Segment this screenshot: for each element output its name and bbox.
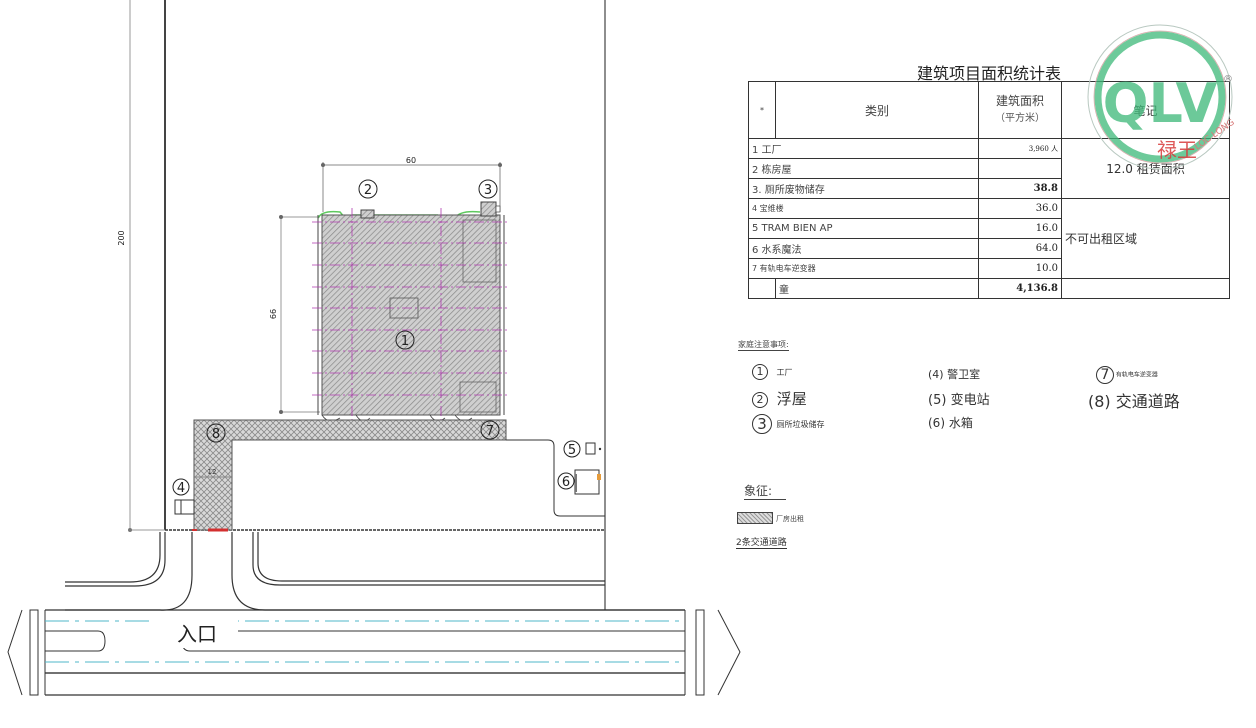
svg-text:12: 12	[208, 468, 217, 476]
entrance-label: 入口	[177, 622, 217, 646]
note-non-rentable: 不可出租区域	[1061, 198, 1230, 279]
site-plan-drawing: 200 60 66	[7, 0, 741, 696]
traffic-road	[193, 419, 507, 531]
legend-item-traffic-road: (8) 交通道路	[1088, 392, 1180, 411]
svg-text:8: 8	[212, 427, 220, 442]
table-row: 2 栋房屋	[748, 158, 1230, 179]
symbols-title: 象征:	[744, 482, 787, 500]
svg-text:®: ®	[1223, 74, 1233, 85]
svg-text:2: 2	[364, 183, 372, 198]
svg-text:1: 1	[401, 334, 409, 349]
area-statistics-table: * 类别 建筑面积（平方米） 笔记 1 工厂 3,960 人 12.0 租赁面积…	[748, 81, 1230, 299]
svg-text:7: 7	[486, 424, 494, 439]
legend-item-factory: 1 工厂	[752, 364, 793, 380]
svg-text:QLV: QLV	[1103, 72, 1218, 135]
legend-item-tram-inverter: 7 有轨电车逆变器	[1096, 366, 1158, 384]
header-no: *	[748, 81, 776, 139]
table-row: 3. 厕所废物储存 38.8	[748, 178, 1230, 199]
road-label: 2条交通道路	[736, 535, 787, 549]
table-row: 4 宝维楼 36.0 不可出租区域	[748, 198, 1230, 279]
svg-text:6: 6	[562, 475, 570, 490]
legend-title: 家庭注意事项:	[738, 340, 789, 351]
svg-text:3: 3	[484, 183, 492, 198]
header-category: 类别	[775, 81, 979, 139]
hatch-label: 厂房出租	[776, 515, 804, 523]
svg-text:禄王: 禄王	[1157, 138, 1197, 162]
dimension-site-height: 200	[117, 230, 126, 245]
area-table-title: 建筑项目面积统计表	[916, 64, 1061, 83]
svg-text:4: 4	[177, 481, 185, 496]
hatch-swatch-icon	[737, 512, 773, 524]
factory-building	[321, 214, 501, 416]
header-area: 建筑面积（平方米）	[978, 81, 1062, 139]
legend-item-float-house: 2 浮屋	[752, 388, 807, 409]
svg-text:60: 60	[406, 156, 416, 165]
legend-item-guard-room: (4) 警卫室	[928, 368, 981, 381]
svg-text:5: 5	[568, 443, 576, 458]
legend-item-water-tank: (6) 水箱	[928, 416, 973, 430]
svg-text:66: 66	[269, 309, 278, 319]
legend-item-toilet-storage: 3 厕所垃圾储存	[752, 414, 825, 434]
qlv-stamp: QLV ® 禄王 LOC LONG	[1087, 24, 1235, 170]
legend-item-substation: (5) 变电站	[928, 393, 990, 408]
table-total-row: 童 4,136.8	[748, 278, 1230, 299]
